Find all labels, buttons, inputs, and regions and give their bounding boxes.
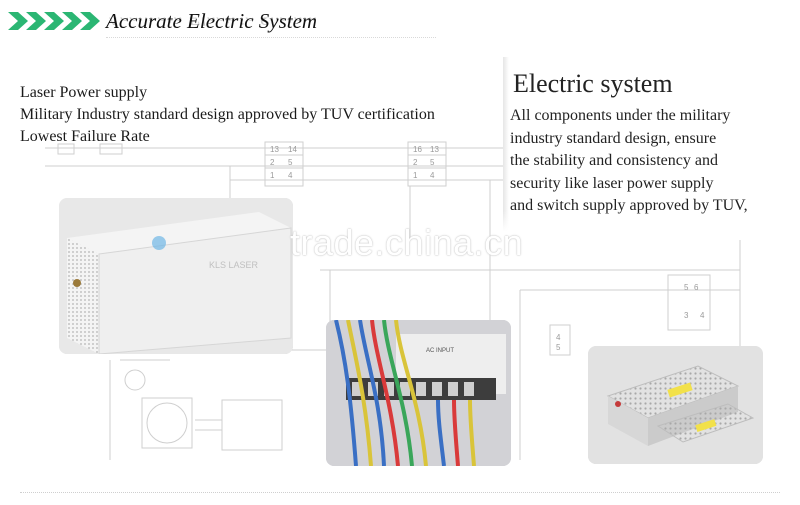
intro-text: Laser Power supply Military Industry sta… xyxy=(20,82,435,148)
svg-text:1: 1 xyxy=(413,171,418,180)
svg-text:4: 4 xyxy=(288,171,293,180)
description-line: and switch supply approved by TUV, xyxy=(510,197,748,214)
terminal-wiring-photo: AC INPUT xyxy=(326,320,511,466)
svg-text:16: 16 xyxy=(413,145,422,154)
terminal-wiring-illustration: AC INPUT xyxy=(326,320,511,466)
intro-line-failure-rate: Lowest Failure Rate xyxy=(20,128,150,145)
watermark-text: trade.china.cn xyxy=(290,222,524,263)
svg-text:KLS LASER: KLS LASER xyxy=(209,260,259,270)
svg-text:1: 1 xyxy=(270,171,275,180)
intro-line-power-supply: Laser Power supply xyxy=(20,84,148,101)
description-line: industry standard design, ensure xyxy=(510,129,717,147)
description-line: security like laser power supply xyxy=(510,174,714,192)
green-chevrons-icon xyxy=(8,12,100,30)
switch-power-supply-photo xyxy=(588,346,763,464)
intro-line-military-standard: Military Industry standard design approv… xyxy=(20,106,435,123)
svg-text:13: 13 xyxy=(270,145,279,154)
panel-fade xyxy=(503,211,800,235)
title-divider xyxy=(106,37,436,38)
svg-text:4: 4 xyxy=(556,333,561,342)
svg-text:6: 6 xyxy=(694,283,699,292)
svg-text:2: 2 xyxy=(413,158,418,167)
svg-text:4: 4 xyxy=(430,171,435,180)
svg-text:5: 5 xyxy=(288,158,293,167)
bottom-divider xyxy=(20,492,780,493)
svg-text:4: 4 xyxy=(700,311,705,320)
section-title: Accurate Electric System xyxy=(106,9,318,33)
section-header: Accurate Electric System Accurate Electr… xyxy=(8,6,792,38)
electric-system-title: Electric system xyxy=(513,69,673,98)
svg-text:3: 3 xyxy=(684,311,689,320)
svg-text:2: 2 xyxy=(270,158,275,167)
svg-text:14: 14 xyxy=(288,145,297,154)
electric-system-panel: Electric system All components under the… xyxy=(503,57,800,235)
svg-text:5: 5 xyxy=(556,343,561,352)
svg-text:5: 5 xyxy=(430,158,435,167)
laser-power-supply-photo: KLS LASER xyxy=(59,198,293,354)
description-line: All components under the military xyxy=(510,107,731,124)
power-supply-illustration: KLS LASER xyxy=(59,198,293,354)
svg-text:AC INPUT: AC INPUT xyxy=(426,348,454,354)
svg-text:5: 5 xyxy=(684,283,689,292)
electric-system-description: All components under the military indust… xyxy=(510,105,800,218)
switch-supply-illustration xyxy=(588,346,763,464)
description-line: the stability and consistency and xyxy=(510,152,718,169)
svg-text:13: 13 xyxy=(430,145,439,154)
